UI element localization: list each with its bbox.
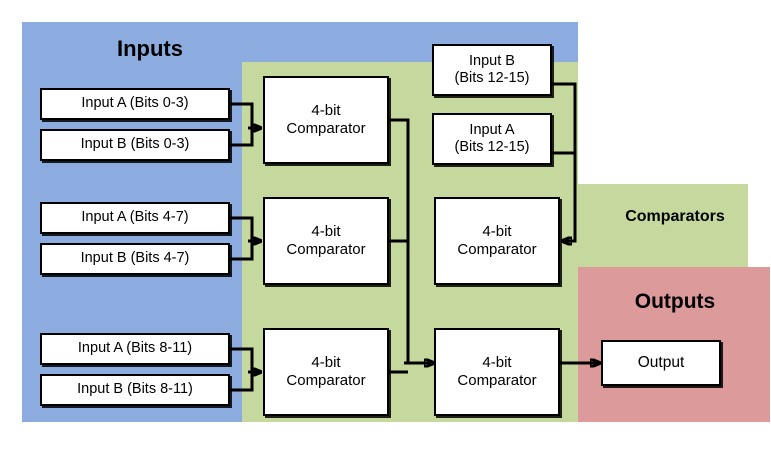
comparator-label-line2: Comparator — [286, 241, 366, 258]
comparator-label-line2: Comparator — [457, 241, 537, 258]
comparator-label-line1: 4-bit — [311, 223, 341, 241]
input-box-label: Input B (Bits 8-11) — [77, 381, 193, 398]
comparator-box-4[interactable]: 4-bit Comparator — [434, 197, 560, 285]
output-box-label: Output — [637, 353, 685, 371]
input-box-label: Input A (Bits 0-3) — [81, 95, 189, 112]
comparator-label-line1: 4-bit — [482, 354, 512, 372]
comparator-box-3[interactable]: 4-bit Comparator — [263, 328, 389, 416]
comparator-box-2[interactable]: 4-bit Comparator — [263, 197, 389, 285]
outputs-region-title: Outputs — [634, 290, 716, 313]
input-box-label-line2: (Bits 12-15) — [454, 70, 530, 86]
comparator-box-1[interactable]: 4-bit Comparator — [263, 76, 389, 164]
input-box-b-bits-12-15[interactable]: Input B (Bits 12-15) — [432, 44, 552, 96]
output-box[interactable]: Output — [601, 340, 721, 386]
comparator-label-line1: 4-bit — [482, 223, 512, 241]
input-box-label: Input A (Bits 8-11) — [77, 340, 193, 357]
comparators-region-title: Comparators — [625, 208, 725, 225]
input-box-a-bits-4-7[interactable]: Input A (Bits 4-7) — [40, 202, 230, 234]
input-box-label: Input B (Bits 4-7) — [80, 250, 190, 267]
input-box-b-bits-4-7[interactable]: Input B (Bits 4-7) — [40, 243, 230, 275]
input-box-a-bits-8-11[interactable]: Input A (Bits 8-11) — [40, 333, 230, 365]
comparator-label-line1: 4-bit — [311, 354, 341, 372]
comparator-label-line1: 4-bit — [311, 102, 341, 120]
inputs-region-title: Inputs — [117, 36, 183, 61]
input-box-a-bits-12-15[interactable]: Input A (Bits 12-15) — [432, 113, 552, 165]
input-box-label-line2: (Bits 12-15) — [454, 139, 530, 155]
input-box-b-bits-8-11[interactable]: Input B (Bits 8-11) — [40, 374, 230, 406]
input-box-label: Input B (Bits 0-3) — [80, 136, 190, 153]
comparator-label-line2: Comparator — [286, 372, 366, 389]
input-box-label-line1: Input A — [469, 121, 515, 138]
input-box-b-bits-0-3[interactable]: Input B (Bits 0-3) — [40, 129, 230, 161]
input-box-label-line1: Input B — [469, 52, 515, 69]
input-box-label: Input A (Bits 4-7) — [81, 209, 189, 226]
comparator-label-line2: Comparator — [286, 120, 366, 137]
input-box-a-bits-0-3[interactable]: Input A (Bits 0-3) — [40, 88, 230, 120]
comparator-label-line2: Comparator — [457, 372, 537, 389]
comparator-box-5[interactable]: 4-bit Comparator — [434, 328, 560, 416]
